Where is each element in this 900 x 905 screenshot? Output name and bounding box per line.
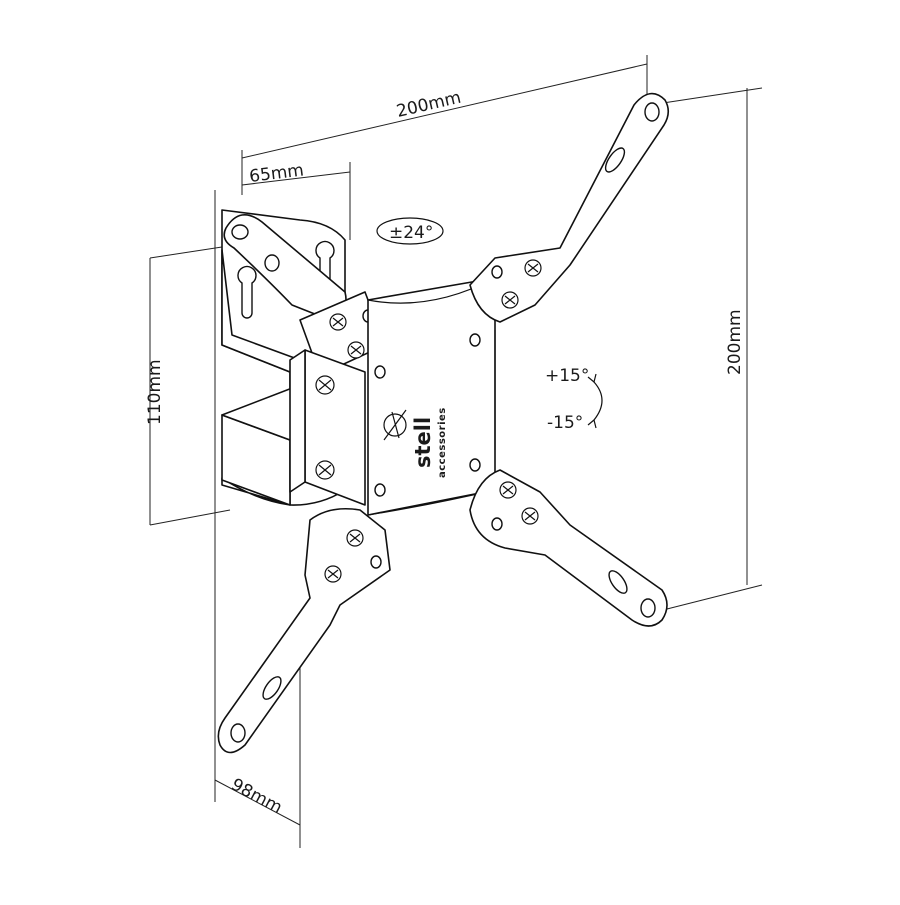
- swivel-angle-label: ±24°: [389, 223, 433, 243]
- dim-top-width: 200mm: [395, 88, 463, 122]
- vesa-arm-bottom-right: [469, 469, 668, 627]
- dim-left-height: 110mm: [145, 359, 165, 425]
- brand-logo: stell accessories: [383, 407, 448, 478]
- tilt-down-label: -15°: [547, 413, 583, 433]
- tilt-bracket: [289, 349, 366, 506]
- keyhole-slot-left: [237, 265, 257, 319]
- dim-top-offset: 65mm: [248, 160, 305, 187]
- tilt-arrow-icon: [593, 381, 603, 421]
- dim-right-height: 200mm: [725, 309, 745, 375]
- dim-bottom-depth: 98mm: [228, 775, 286, 818]
- brand-logo-icon: [383, 413, 407, 437]
- swivel-arm: [223, 214, 386, 376]
- brand-tagline: accessories: [437, 407, 448, 478]
- dimension-lines: [149, 55, 763, 848]
- vesa-arm-bottom-left: [217, 507, 391, 754]
- brand-name: stell: [411, 417, 435, 468]
- vesa-arm-top-right: [469, 92, 670, 323]
- swivel-indicator: ±24°: [376, 217, 444, 245]
- tilt-up-label: +15°: [545, 366, 589, 386]
- tilt-indicator: +15° -15°: [545, 366, 603, 433]
- vesa-plate: [367, 277, 496, 516]
